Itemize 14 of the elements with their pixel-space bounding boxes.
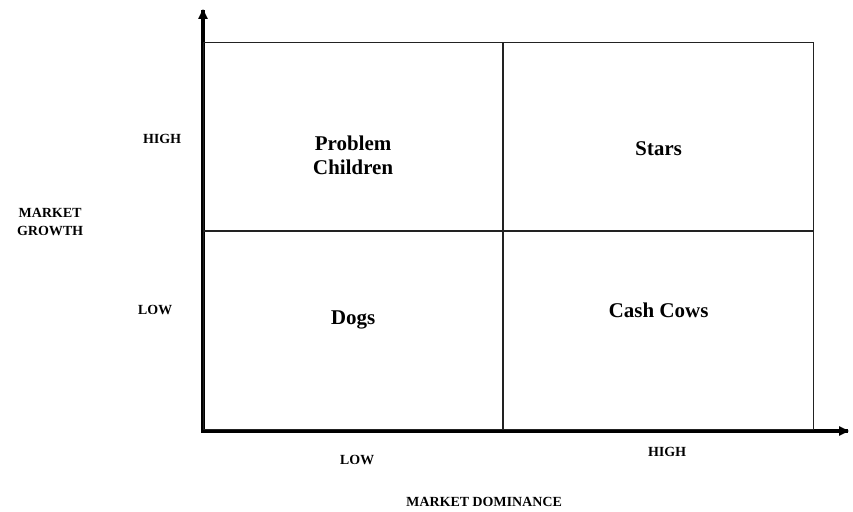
matrix-quadrant — [203, 231, 503, 430]
axis-level-label: LOW — [136, 302, 174, 320]
matrix-quadrant — [503, 42, 814, 231]
quadrant-label: Cash Cows — [608, 298, 710, 322]
axis-level-label: HIGH — [142, 131, 182, 149]
quadrant-label: Problem Children — [312, 131, 394, 179]
quadrant-label: Dogs — [330, 305, 376, 329]
axis-title: MARKET GROWTH — [16, 205, 84, 241]
axis-level-label: LOW — [338, 452, 376, 470]
quadrant-label: Stars — [634, 136, 683, 160]
axis-level-label: HIGH — [646, 444, 688, 462]
matrix-quadrant — [503, 231, 814, 430]
matrix-quadrant — [203, 42, 503, 231]
axis-title: MARKET DOMINANCE — [405, 494, 563, 512]
